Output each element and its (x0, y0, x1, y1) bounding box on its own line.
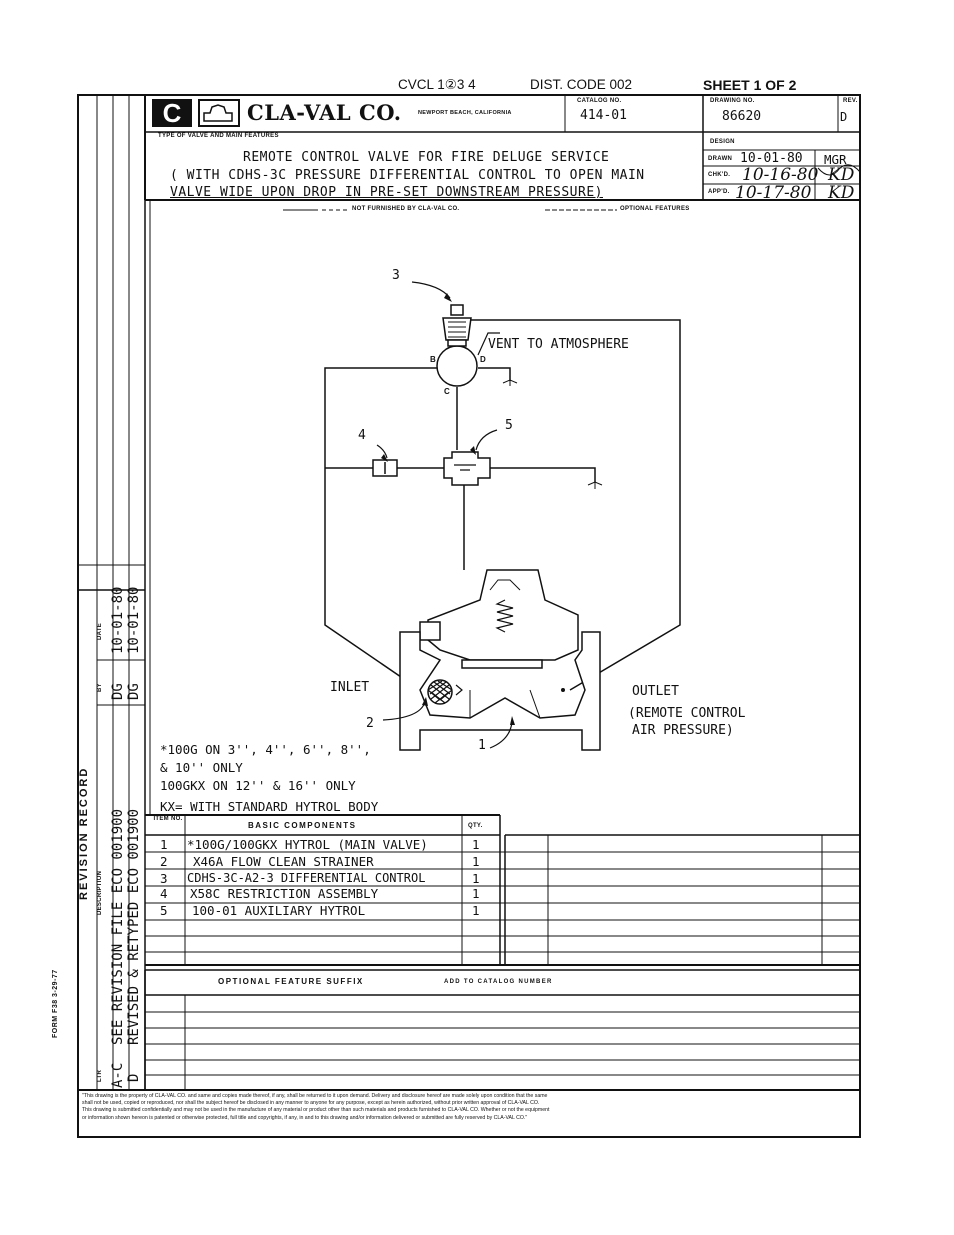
cvcl-code: CVCL 1②3 4 (398, 77, 476, 92)
revision-row-by: DG (110, 683, 126, 700)
callout-4: 4 (358, 428, 366, 443)
table-row-desc: 100-01 AUXILIARY HYTROL (192, 903, 366, 918)
callout-1: 1 (478, 738, 486, 753)
design-label: DESIGN (710, 139, 735, 145)
table-row-item: 2 (160, 854, 168, 869)
callout-2: 2 (366, 716, 374, 731)
company-name: CLA-VAL CO. (247, 100, 402, 125)
table-row-qty: 1 (472, 871, 480, 886)
title-line-2: ( WITH CDHS-3C PRESSURE DIFFERENTIAL CON… (170, 168, 645, 183)
legend-not-furnished: NOT FURNISHED BY CLA-VAL CO. (352, 206, 460, 212)
note-line-2: & 10'' ONLY (160, 760, 243, 775)
rev-label: REV. (843, 98, 858, 104)
optional-add-header: ADD TO CATALOG NUMBER (444, 979, 553, 985)
drawing-label: DRAWING NO. (710, 98, 755, 104)
pilot-control-3 (436, 304, 478, 387)
drawn-label: DRAWN (708, 156, 733, 162)
table-row-item: 3 (160, 871, 168, 886)
checked-date: 10-16-80 (742, 165, 819, 185)
approved-label: APP'D. (708, 189, 730, 195)
table-row-desc: X58C RESTRICTION ASSEMBLY (190, 886, 379, 901)
aux-hytrol-5 (443, 451, 491, 486)
form-number: FORM F38 3-29-77 (52, 969, 59, 1038)
company-logo: C (152, 99, 192, 127)
revision-row-ltr: A-C (110, 1062, 126, 1088)
callout-3: 3 (392, 268, 400, 283)
title-line-1: REMOTE CONTROL VALVE FOR FIRE DELUGE SER… (243, 150, 610, 165)
catalog-number: 414-01 (580, 108, 627, 123)
legal-line-2: shall not be used, copied or reproduced,… (82, 1100, 540, 1107)
legal-line-4: or information shown hereon is patented … (82, 1114, 528, 1121)
company-location: NEWPORT BEACH, CALIFORNIA (418, 110, 512, 116)
restriction-4 (372, 459, 398, 477)
table-row-desc: *100G/100GKX HYTROL (MAIN VALVE) (187, 837, 428, 852)
outlet-note-1: (REMOTE CONTROL (628, 706, 746, 721)
legal-notice: "This drawing is the property of CLA-VAL… (82, 1093, 856, 1122)
table-row-qty: 1 (472, 854, 480, 869)
catalog-label: CATALOG NO. (577, 98, 622, 104)
valve-logo-icon (198, 99, 240, 127)
port-b: B (430, 355, 437, 364)
revision-desc-label: DESCRIPTION (97, 870, 103, 915)
revision-date-label: DATE (97, 622, 103, 640)
title-line-3: VALVE WIDE UPON DROP IN PRE-SET DOWNSTRE… (170, 185, 603, 200)
legal-line-1: "This drawing is the property of CLA-VAL… (82, 1093, 548, 1099)
table-row-qty: 1 (472, 886, 480, 901)
table-row-item: 1 (160, 837, 168, 852)
sheet-number: SHEET 1 OF 2 (703, 77, 797, 93)
table-row-item: 5 (160, 903, 168, 918)
port-d: D (480, 355, 487, 364)
outlet-note-2: AIR PRESSURE) (632, 723, 734, 738)
header-qty: QTY. (468, 823, 483, 829)
strainer-2 (427, 679, 463, 705)
table-row-desc: X46A FLOW CLEAN STRAINER (193, 854, 374, 869)
drawn-by: MGR (824, 152, 847, 167)
revision-by-label: BY (97, 683, 103, 692)
checked-by: KD (828, 165, 855, 185)
main-valve-1 (399, 569, 601, 751)
inlet-label: INLET (330, 680, 370, 695)
revision-row-date: 10-01-80 (110, 586, 126, 654)
legal-line-3: This drawing is submitted confidentially… (82, 1107, 550, 1114)
revision-record-title: REVISION RECORD (78, 766, 90, 900)
table-row-desc: CDHS-3C-A2-3 DIFFERENTIAL CONTROL (187, 871, 426, 885)
header-basic-components: BASIC COMPONENTS (248, 821, 357, 830)
header-item: ITEM NO. (153, 816, 183, 822)
port-c: C (444, 387, 451, 396)
type-label: TYPE OF VALVE AND MAIN FEATURES (158, 133, 279, 139)
outlet-label: OUTLET (632, 684, 679, 699)
revision-row-by: DG (126, 683, 142, 700)
revision-row-desc: SEE REVISION FILE ECO 001900 (110, 808, 126, 1045)
checked-label: CHK'D. (708, 172, 731, 178)
table-row-qty: 1 (472, 837, 480, 852)
approved-date: 10-17-80 (735, 183, 812, 203)
approved-by: KD (828, 183, 855, 203)
table-row-qty: 1 (472, 903, 480, 918)
note-line-1: *100G ON 3'', 4'', 6'', 8'', (160, 742, 371, 757)
callout-5: 5 (505, 418, 513, 433)
rev-letter: D (840, 110, 848, 124)
table-row-item: 4 (160, 886, 168, 901)
vent-label: VENT TO ATMOSPHERE (488, 337, 629, 352)
note-line-4: KX= WITH STANDARD HYTROL BODY (160, 799, 379, 814)
drawn-date: 10-01-80 (740, 151, 803, 166)
revision-row-date: 10-01-80 (126, 586, 142, 654)
legend-optional: OPTIONAL FEATURES (620, 206, 690, 212)
dist-code: DIST. CODE 002 (530, 77, 633, 92)
note-line-3: 100GKX ON 12'' & 16'' ONLY (160, 778, 356, 793)
revision-row-desc: REVISED & RETYPED ECO 001900 (126, 808, 142, 1045)
drawing-number: 86620 (722, 109, 762, 124)
optional-suffix-header: OPTIONAL FEATURE SUFFIX (218, 977, 364, 986)
revision-row-ltr: D (126, 1073, 142, 1082)
revision-ltr-label: LTR (97, 1069, 103, 1082)
